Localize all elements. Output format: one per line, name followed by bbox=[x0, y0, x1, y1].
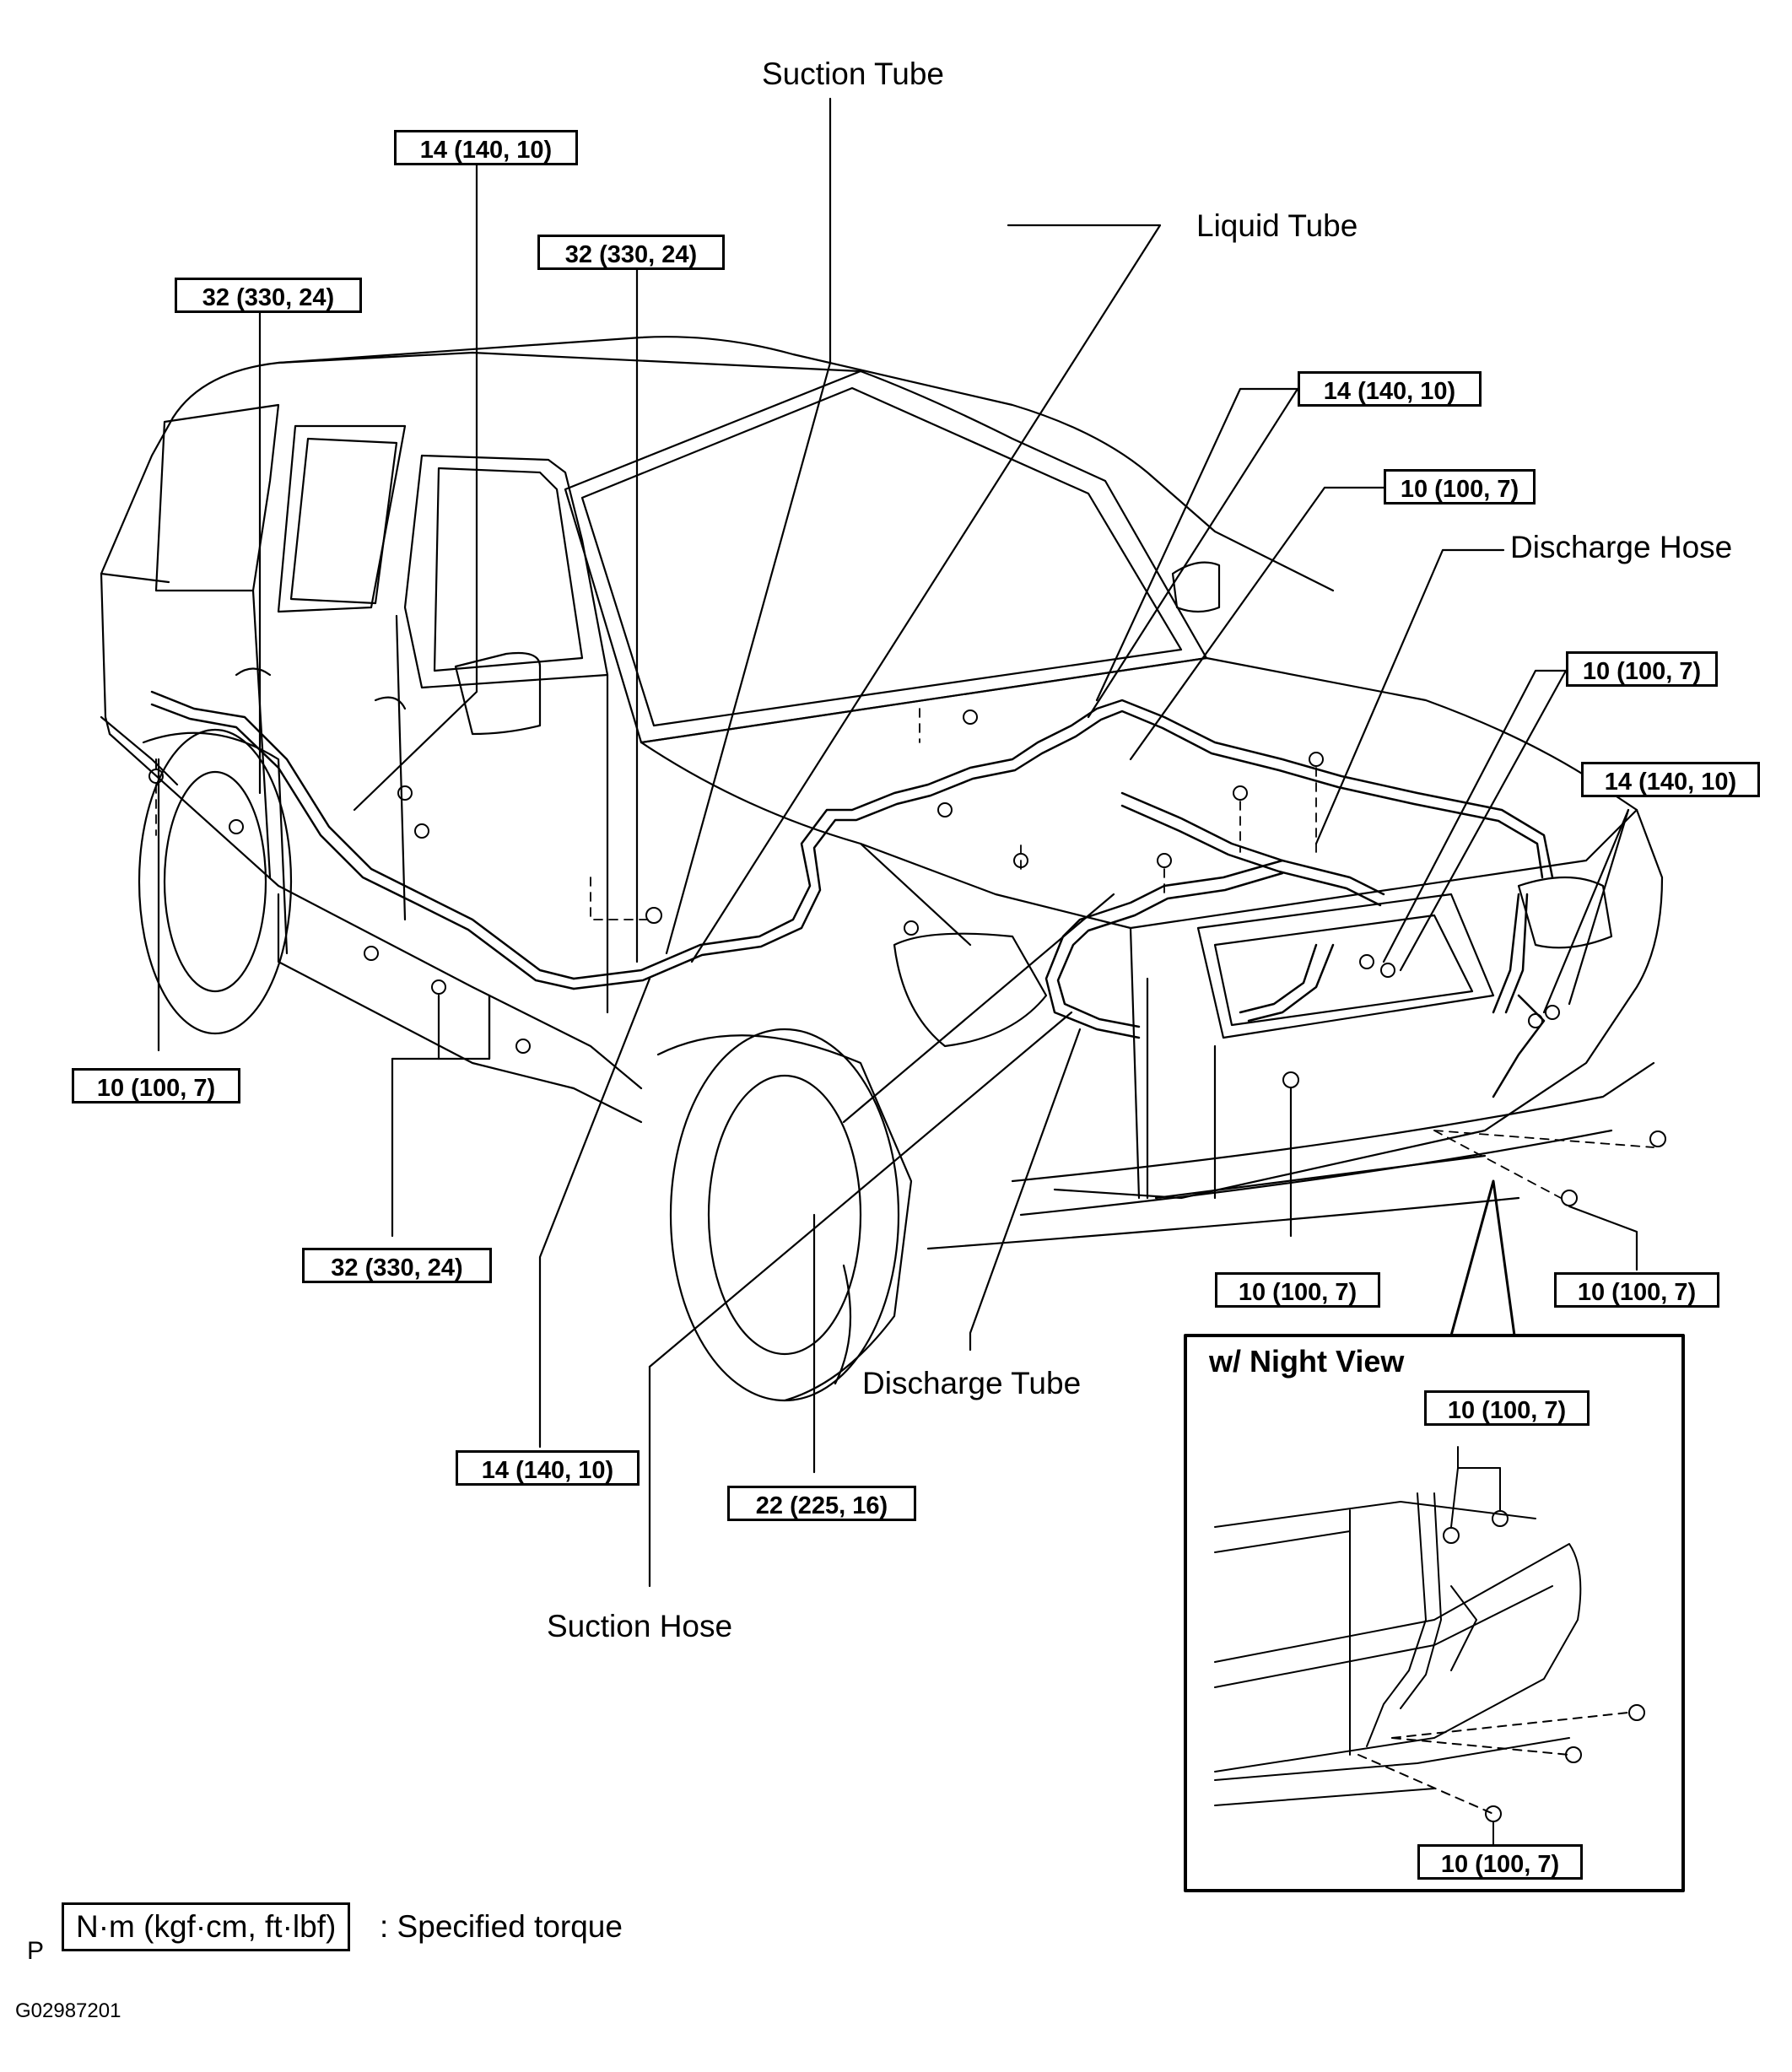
leader-lines bbox=[157, 97, 1638, 1588]
torque-spec-label: 10 (100, 7) bbox=[1566, 651, 1718, 687]
ac-piping bbox=[150, 690, 1554, 1098]
night-view-inset-detail bbox=[1214, 1446, 1645, 1853]
label-suction-hose: Suction Hose bbox=[547, 1609, 733, 1643]
torque-spec-label: 10 (100, 7) bbox=[1424, 1390, 1590, 1426]
torque-spec-label: 10 (100, 7) bbox=[1417, 1844, 1583, 1880]
torque-spec-label: 14 (140, 10) bbox=[456, 1450, 640, 1486]
night-view-inset-frame bbox=[1184, 1179, 1685, 1892]
dashed-lines bbox=[155, 708, 1654, 1199]
front-wheel bbox=[656, 1028, 913, 1402]
torque-spec-label: 14 (140, 10) bbox=[1581, 762, 1760, 797]
torque-spec-label: 14 (140, 10) bbox=[1298, 371, 1482, 407]
legend-unit-box: N·m (kgf·cm, ft·lbf) bbox=[62, 1902, 351, 1951]
rear-wheel bbox=[138, 728, 293, 1035]
label-discharge-hose: Discharge Hose bbox=[1510, 530, 1733, 564]
label-liquid-tube: Liquid Tube bbox=[1196, 208, 1358, 243]
label-discharge-tube: Discharge Tube bbox=[862, 1366, 1082, 1400]
torque-spec-label: 14 (140, 10) bbox=[394, 130, 578, 165]
inset-title: w/ Night View bbox=[1209, 1344, 1405, 1379]
torque-spec-label: 32 (330, 24) bbox=[175, 278, 362, 313]
torque-spec-label: 10 (100, 7) bbox=[1215, 1272, 1380, 1308]
figure-id: G02987201 bbox=[15, 1999, 121, 2022]
legend-description: : Specified torque bbox=[380, 1909, 623, 1944]
torque-spec-label: 10 (100, 7) bbox=[72, 1068, 240, 1103]
torque-spec-label: 22 (225, 16) bbox=[727, 1486, 916, 1521]
vehicle-body bbox=[100, 336, 1664, 1250]
torque-spec-label: 32 (330, 24) bbox=[537, 235, 725, 270]
torque-spec-label: 32 (330, 24) bbox=[302, 1248, 492, 1283]
label-suction-tube: Suction Tube bbox=[762, 57, 944, 91]
torque-spec-label: 10 (100, 7) bbox=[1554, 1272, 1719, 1308]
torque-spec-label: 10 (100, 7) bbox=[1384, 469, 1536, 505]
legend-prefix: P bbox=[27, 1937, 45, 1965]
